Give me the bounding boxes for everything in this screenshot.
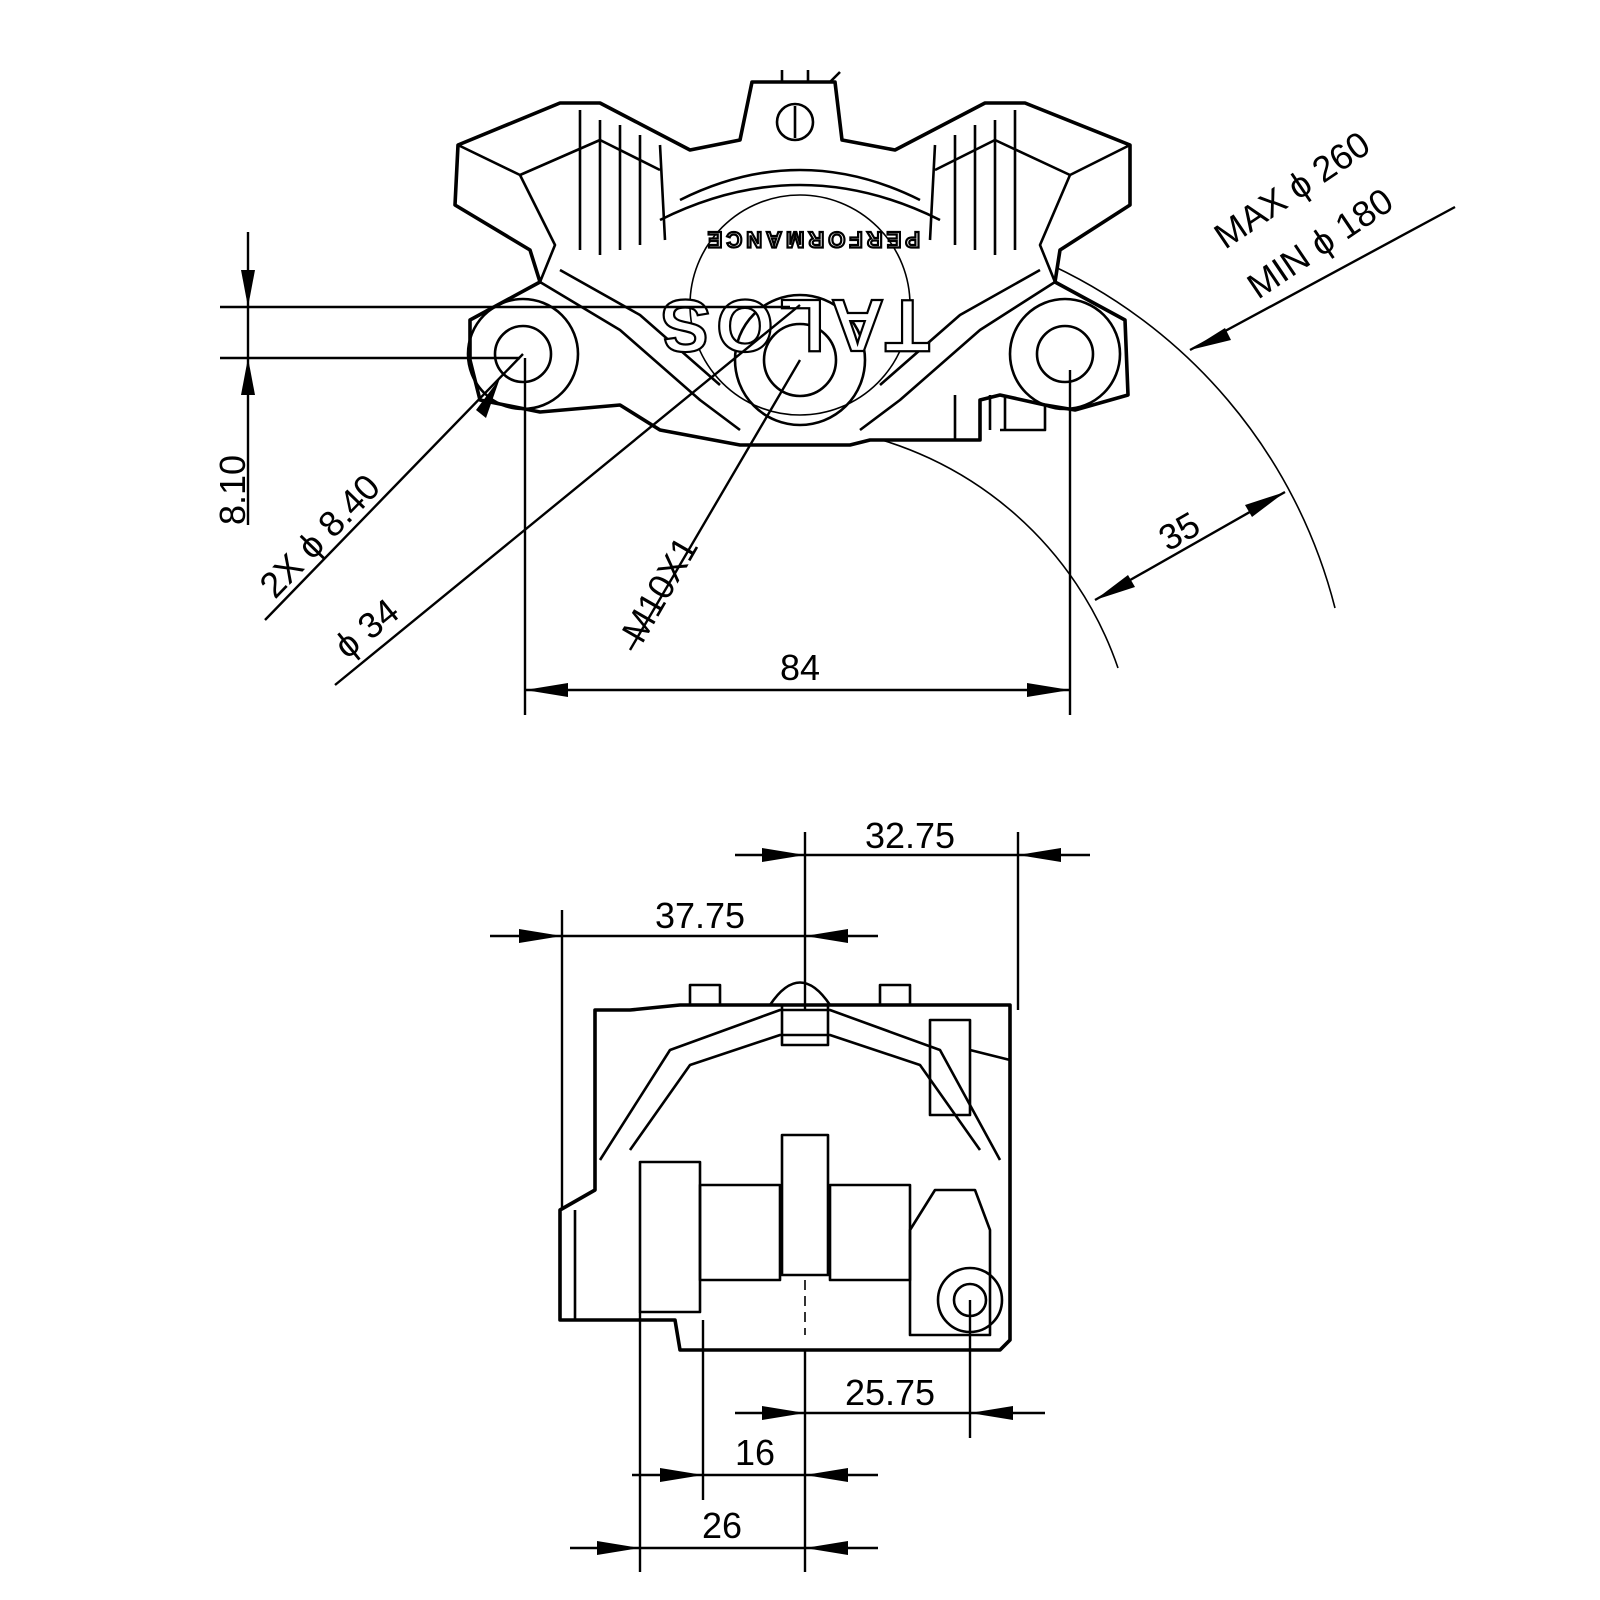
side-view-dimensions: 32.75 37.75 25.75 16 26: [490, 815, 1090, 1572]
caliper-body-outline: [453, 80, 1132, 447]
dim-bleed-thread: M10X1: [613, 530, 706, 649]
arrow-16-a: [660, 1468, 703, 1482]
dim-outer-right: 32.75: [865, 815, 955, 856]
arrow-25-75-a: [762, 1406, 805, 1420]
side-banjo: [928, 1018, 1011, 1117]
dim-inner-26: 26: [702, 1505, 742, 1546]
dim-hole-spacing: 84: [780, 647, 820, 688]
right-fins: [928, 110, 1017, 255]
leader-bleed-thread: [628, 359, 802, 651]
web-right-2: [879, 268, 1041, 386]
piston-ghost-circle: [689, 194, 911, 416]
caliper-top-view: TALOS PERFORMANCE: [453, 70, 1336, 669]
dim-pad-height: 35: [1152, 503, 1207, 559]
arrow-35-upper: [1245, 492, 1285, 517]
bleed-tab: [780, 70, 841, 83]
logo-tagline: PERFORMANCE: [704, 227, 920, 252]
side-left-backplate: [698, 1183, 782, 1282]
mount-hole-left: [493, 324, 553, 384]
leader-piston: [334, 304, 801, 686]
left-fins: [578, 110, 667, 255]
dim-inner-16: 16: [735, 1432, 775, 1473]
disc-max-arc: [1039, 259, 1336, 609]
logo-brand: TALOS: [655, 284, 930, 367]
center-hole: [762, 322, 838, 398]
dim-piston: ϕ 34: [326, 590, 406, 666]
web-right: [859, 280, 1056, 432]
bridge-curve: [659, 183, 941, 222]
disc-min-arc: [839, 429, 1119, 669]
arrow-25-75-b: [970, 1406, 1013, 1420]
mount-hole-right: [1035, 324, 1095, 384]
arrow-disc: [1190, 328, 1231, 350]
arrow-8-10-up: [241, 358, 255, 395]
left-housing: [457, 143, 557, 283]
arrow-8-10-down: [241, 270, 255, 307]
caliper-side-view: [558, 981, 1012, 1352]
web-left-2: [559, 268, 721, 386]
side-left-tab: [558, 1210, 577, 1320]
arrow-84-left: [525, 683, 568, 697]
center-boss: [733, 293, 867, 427]
dim-outer-left: 37.75: [655, 895, 745, 936]
arrow-mount-holes: [476, 378, 500, 418]
mount-ear-right: [1008, 297, 1122, 411]
side-center-column: [780, 1133, 830, 1277]
dim-mount-offset: 25.75: [845, 1372, 935, 1413]
arrow-84-right: [1027, 683, 1070, 697]
arrow-37-75-b: [805, 929, 848, 943]
right-housing: [1038, 143, 1131, 283]
arrow-26-b: [805, 1541, 848, 1555]
arrow-16-b: [805, 1468, 848, 1482]
bleed-screw: [775, 102, 815, 142]
dim-hole-height: 8.10: [212, 455, 253, 525]
arrow-32-75-a: [762, 848, 805, 862]
side-right-boss: [908, 1188, 992, 1337]
side-bumps: [688, 981, 912, 1006]
banjo-bracket: [953, 395, 1047, 440]
arrow-32-75-b: [1018, 848, 1061, 862]
arrow-35-lower: [1095, 575, 1135, 600]
mount-ear-left: [466, 297, 580, 411]
leader-disc: [1189, 205, 1456, 352]
dim-mount-holes: 2X ϕ 8.40: [251, 466, 388, 605]
bridge-curve-2: [679, 168, 921, 202]
arrow-37-75-a: [519, 929, 562, 943]
arrow-26-a: [597, 1541, 640, 1555]
leader-mount-holes: [264, 353, 524, 621]
